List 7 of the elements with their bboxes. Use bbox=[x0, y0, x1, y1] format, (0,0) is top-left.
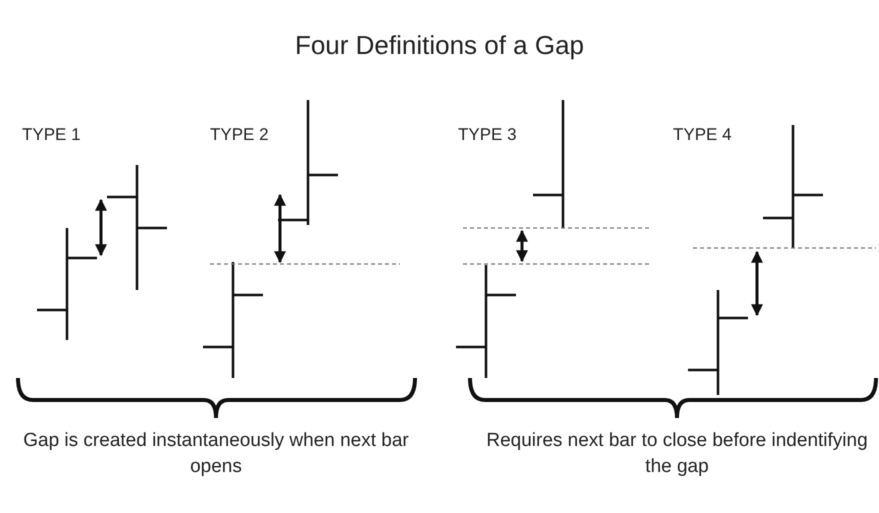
type-label: TYPE 1 bbox=[22, 125, 81, 145]
title: Four Definitions of a Gap bbox=[294, 30, 586, 61]
caption: Gap is created instantaneously when next bar opens bbox=[22, 429, 410, 479]
type-label: TYPE 4 bbox=[673, 125, 732, 145]
type-label: TYPE 3 bbox=[458, 125, 517, 145]
caption: Requires next bar to close before indentifying the gap bbox=[485, 429, 869, 479]
type-label: TYPE 2 bbox=[210, 125, 269, 145]
